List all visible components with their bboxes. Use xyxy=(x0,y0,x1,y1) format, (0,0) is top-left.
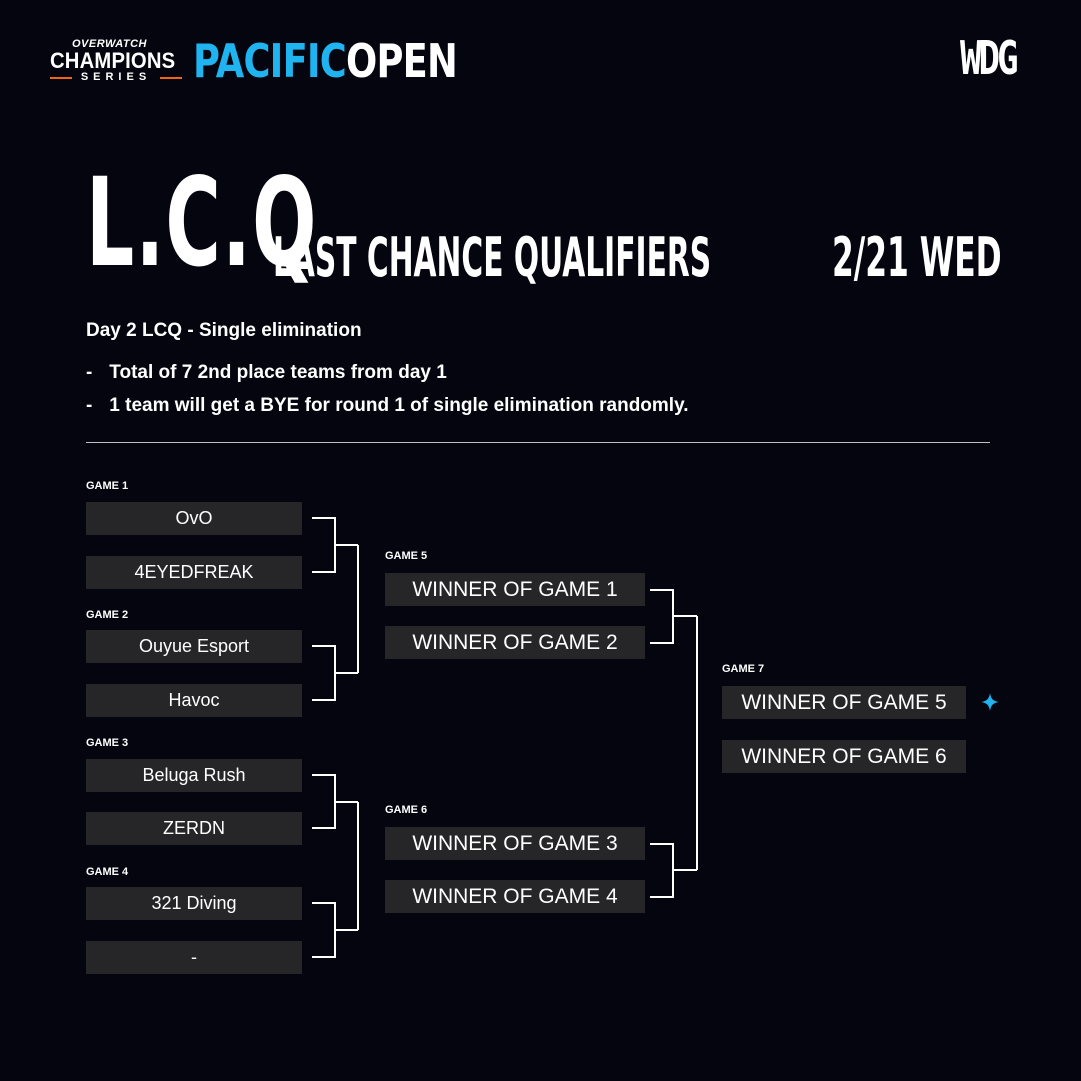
team-slot: 321 Diving xyxy=(86,887,302,920)
overwatch-champions-series-logo: OVERWATCH CHAMPIONS SERIES xyxy=(50,38,182,84)
team-slot: - xyxy=(86,941,302,974)
team-slot: WINNER OF GAME 3 xyxy=(385,827,645,860)
info-heading: Day 2 LCQ - Single elimination xyxy=(86,320,362,341)
team-slot: OvO xyxy=(86,502,302,535)
title-subtitle: LAST CHANCE QUALIFIERS xyxy=(273,226,712,289)
game-label: GAME 3 xyxy=(86,737,129,749)
info-item: - 1 team will get a BYE for round 1 of s… xyxy=(86,395,689,417)
divider xyxy=(86,442,990,443)
connector-game2 xyxy=(312,645,358,701)
connector-game6 xyxy=(650,843,697,898)
team-slot: WINNER OF GAME 1 xyxy=(385,573,645,606)
game-label: GAME 1 xyxy=(86,480,129,492)
event-date: 2/21 WED xyxy=(832,226,1002,289)
series-wordmark: SERIES xyxy=(80,71,152,83)
connector-game4 xyxy=(312,902,358,958)
team-slot: Ouyue Esport xyxy=(86,630,302,663)
connector-game1 xyxy=(312,517,358,573)
team-slot: WINNER OF GAME 4 xyxy=(385,880,645,913)
game-label: GAME 5 xyxy=(385,550,428,562)
game-label: GAME 2 xyxy=(86,609,129,621)
team-slot: ZERDN xyxy=(86,812,302,845)
open-word: OPEN xyxy=(346,34,458,88)
series-line-right xyxy=(160,77,182,79)
wdg-logo: WDG xyxy=(960,31,1019,85)
game-label: GAME 7 xyxy=(722,663,765,675)
info-item: - Total of 7 2nd place teams from day 1 xyxy=(86,362,447,384)
series-line-left xyxy=(50,77,72,79)
bullet-dash: - xyxy=(86,395,93,416)
pacific-word: PACIFIC xyxy=(193,34,347,88)
game-label: GAME 6 xyxy=(385,804,428,816)
lcq-title: L.C.Q xyxy=(86,152,318,294)
connector-game3 xyxy=(312,774,358,829)
bullet-dash: - xyxy=(86,362,93,383)
overwatch-wordmark: OVERWATCH xyxy=(72,38,147,50)
team-slot: WINNER OF GAME 5 xyxy=(722,686,966,719)
sparkle-icon xyxy=(981,693,999,711)
pacific-open-logo: PACIFICOPEN xyxy=(193,33,458,89)
team-slot: Havoc xyxy=(86,684,302,717)
team-slot: Beluga Rush xyxy=(86,759,302,792)
team-slot: 4EYEDFREAK xyxy=(86,556,302,589)
game-label: GAME 4 xyxy=(86,866,129,878)
team-slot: WINNER OF GAME 2 xyxy=(385,626,645,659)
team-slot: WINNER OF GAME 6 xyxy=(722,740,966,773)
info-item-text: 1 team will get a BYE for round 1 of sin… xyxy=(109,395,689,416)
connector-game5 xyxy=(650,589,697,644)
info-item-text: Total of 7 2nd place teams from day 1 xyxy=(109,362,447,383)
champions-wordmark: CHAMPIONS xyxy=(50,48,176,73)
